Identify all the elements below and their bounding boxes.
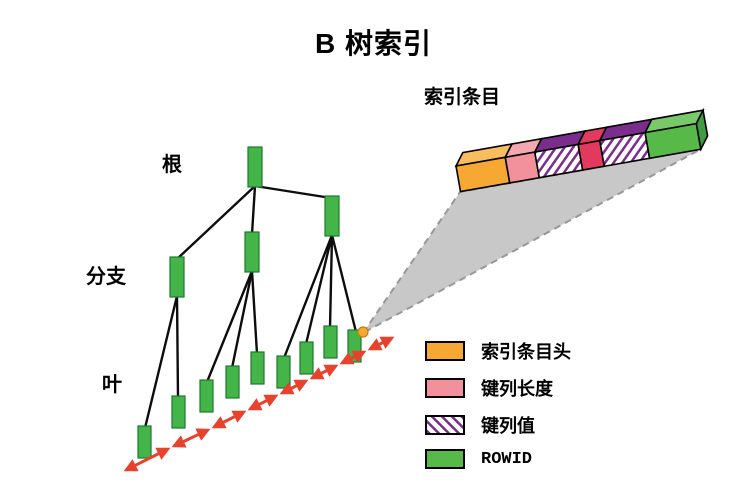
legend-label-key-length: 键列长度 <box>481 379 553 399</box>
leaf-scan-arrow <box>339 350 367 365</box>
index-entry-label: 索引条目 <box>424 87 501 108</box>
branch-label: 分支 <box>86 266 126 288</box>
leaf-scan-arrows <box>123 336 395 472</box>
entry-header-swatch <box>425 341 465 361</box>
leaf-node <box>199 379 214 413</box>
legend-row-entry-header: 索引条目头 <box>425 338 571 364</box>
entry-segment-key-length <box>504 151 541 184</box>
leaf-scan-arrow <box>171 428 211 448</box>
index-entry-bar <box>454 107 709 193</box>
legend-label-entry-header: 索引条目头 <box>481 342 571 362</box>
legend-row-key-value: 键列值 <box>425 412 571 438</box>
leaf-node <box>299 341 314 375</box>
branch-node <box>244 231 260 273</box>
legend-row-key-length: 键列长度 <box>425 375 571 401</box>
leaf-scan-arrow <box>211 410 247 429</box>
key-value-swatch <box>425 415 465 435</box>
rowid-swatch <box>425 449 465 469</box>
tree-nodes <box>137 146 362 459</box>
leaf-node <box>171 395 186 429</box>
root-node <box>247 146 263 188</box>
leaf-scan-arrow <box>247 394 279 411</box>
legend-label-rowid: ROWID <box>481 449 533 469</box>
magnified-leaf-entry <box>357 326 369 338</box>
leaf-scan-arrow <box>309 364 339 380</box>
leaf-scan-arrow <box>279 379 309 395</box>
key-length-swatch <box>425 378 465 398</box>
leaf-label: 叶 <box>102 374 122 396</box>
leaf-node <box>137 425 152 459</box>
branch-node <box>169 256 185 298</box>
legend-label-key-value: 键列值 <box>481 416 535 436</box>
root-label: 根 <box>162 154 182 176</box>
leaf-scan-arrow <box>367 336 395 351</box>
page-title: B 树索引 <box>314 28 432 59</box>
leaf-node <box>276 355 291 389</box>
branch-node <box>324 195 340 237</box>
leaf-node <box>323 325 338 359</box>
legend-row-rowid: ROWID <box>425 449 571 469</box>
leaf-node <box>225 365 240 399</box>
entry-segment-rowid <box>644 122 702 160</box>
legend: 索引条目头 键列长度 键列值 ROWID <box>425 338 571 469</box>
leaf-node <box>250 351 265 385</box>
tree-edges <box>143 184 358 430</box>
leaf-scan-arrow <box>123 447 171 472</box>
